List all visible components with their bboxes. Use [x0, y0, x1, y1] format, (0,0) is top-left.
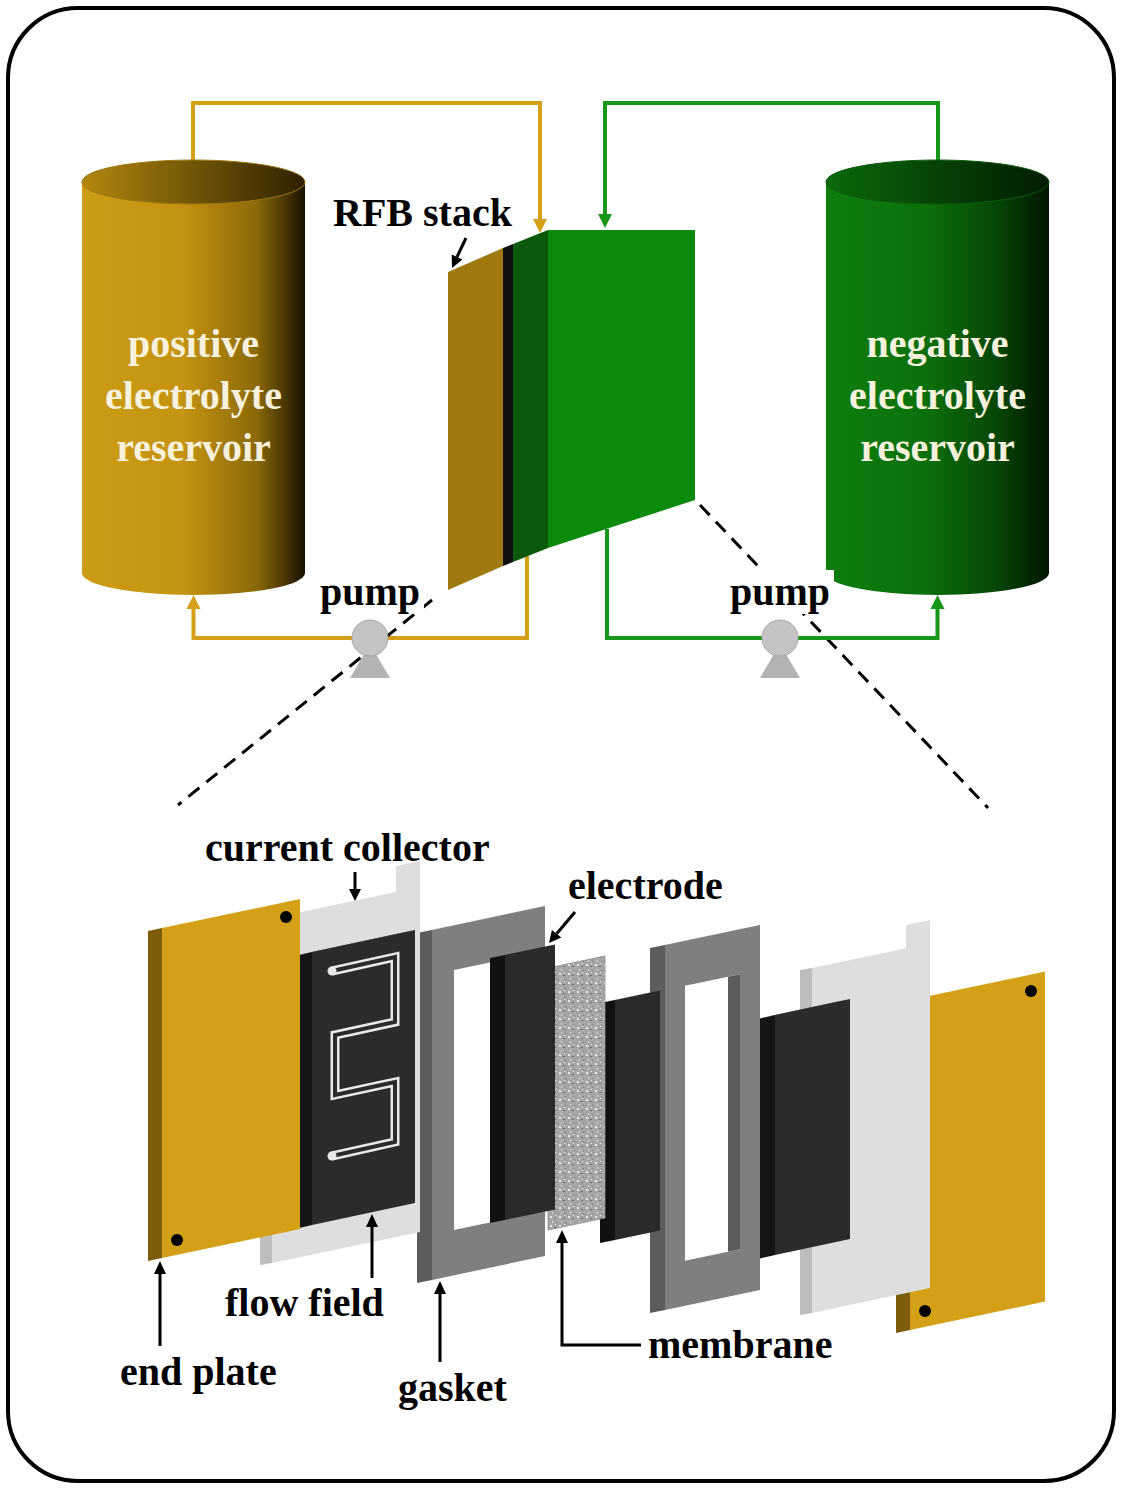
- part-label: gasket: [398, 1365, 507, 1411]
- stack-negative-side: [513, 230, 548, 562]
- pump: pump: [310, 570, 430, 682]
- leader-line: [159, 1273, 162, 1346]
- cylinder-body: [82, 182, 305, 595]
- channel-port: [328, 967, 337, 976]
- stack-positive-half: [448, 248, 503, 590]
- leader-arrowhead: [556, 1230, 568, 1243]
- part-label: flow field: [225, 1280, 384, 1326]
- gasket-face: [665, 925, 760, 1310]
- leader-line: [439, 1293, 442, 1362]
- serpentine-channel: [332, 957, 395, 1156]
- end-plate-face: [910, 972, 1045, 1330]
- pump-body: [762, 620, 798, 656]
- leader-arrowhead: [452, 255, 463, 268]
- leader-arrowhead: [349, 889, 361, 901]
- end-plate-side: [148, 928, 162, 1261]
- cylinder-top: [826, 160, 1049, 204]
- leader-line: [457, 238, 466, 257]
- pump-label: pump: [316, 570, 424, 614]
- leader-arrowhead: [434, 1281, 446, 1294]
- gasket-inner-wall: [728, 974, 740, 1251]
- stack-negative-face: [548, 230, 695, 548]
- pump-body: [352, 620, 388, 656]
- leader-line: [562, 1242, 641, 1345]
- part-label: membrane: [648, 1322, 832, 1368]
- electrode-face: [615, 991, 660, 1241]
- bolt-hole: [1025, 985, 1037, 997]
- reservoir-label: negative electrolyte reservoir: [826, 318, 1049, 474]
- flow-field-face: [775, 999, 850, 1255]
- part-label: end plate: [120, 1349, 277, 1395]
- cylinder-top: [82, 160, 305, 204]
- cylinder-body: [826, 182, 1049, 595]
- zoom-dash: [178, 600, 432, 805]
- channel-port: [328, 1152, 337, 1161]
- part-label: electrode: [568, 863, 723, 909]
- leader-arrowhead: [366, 1214, 378, 1227]
- reservoir-label: positive electrolyte reservoir: [82, 318, 305, 474]
- leader-line: [557, 912, 575, 934]
- bolt-hole: [171, 1234, 183, 1246]
- connector-arrowhead: [931, 595, 945, 609]
- part-label: current collector: [205, 825, 490, 871]
- bolt-hole: [919, 1305, 931, 1317]
- pipe-arrowhead: [598, 214, 612, 228]
- leader-arrowhead: [549, 930, 561, 943]
- flow-field-face: [312, 930, 415, 1225]
- pump-label: pump: [726, 570, 834, 614]
- leader-line: [354, 872, 357, 890]
- leader-line: [371, 1226, 374, 1278]
- end-plate-face: [162, 899, 300, 1258]
- bolt-hole: [280, 911, 292, 923]
- electrode-side: [490, 955, 505, 1223]
- connector-arrowhead: [187, 595, 201, 609]
- pump: pump: [720, 570, 840, 682]
- electrode-face: [505, 945, 555, 1221]
- pipe-arrowhead: [533, 219, 547, 233]
- electrolyte-reservoir: negative electrolyte reservoir: [826, 160, 1049, 595]
- membrane-sheet: [548, 956, 605, 1230]
- electrolyte-reservoir: positive electrolyte reservoir: [82, 160, 305, 595]
- part-label: RFB stack: [333, 190, 512, 236]
- leader-arrowhead: [154, 1261, 166, 1274]
- stack-membrane: [503, 244, 513, 566]
- flow-field-side: [758, 1015, 775, 1259]
- serpentine-channel-outline: [332, 957, 395, 1156]
- frame-border: [8, 8, 1114, 1481]
